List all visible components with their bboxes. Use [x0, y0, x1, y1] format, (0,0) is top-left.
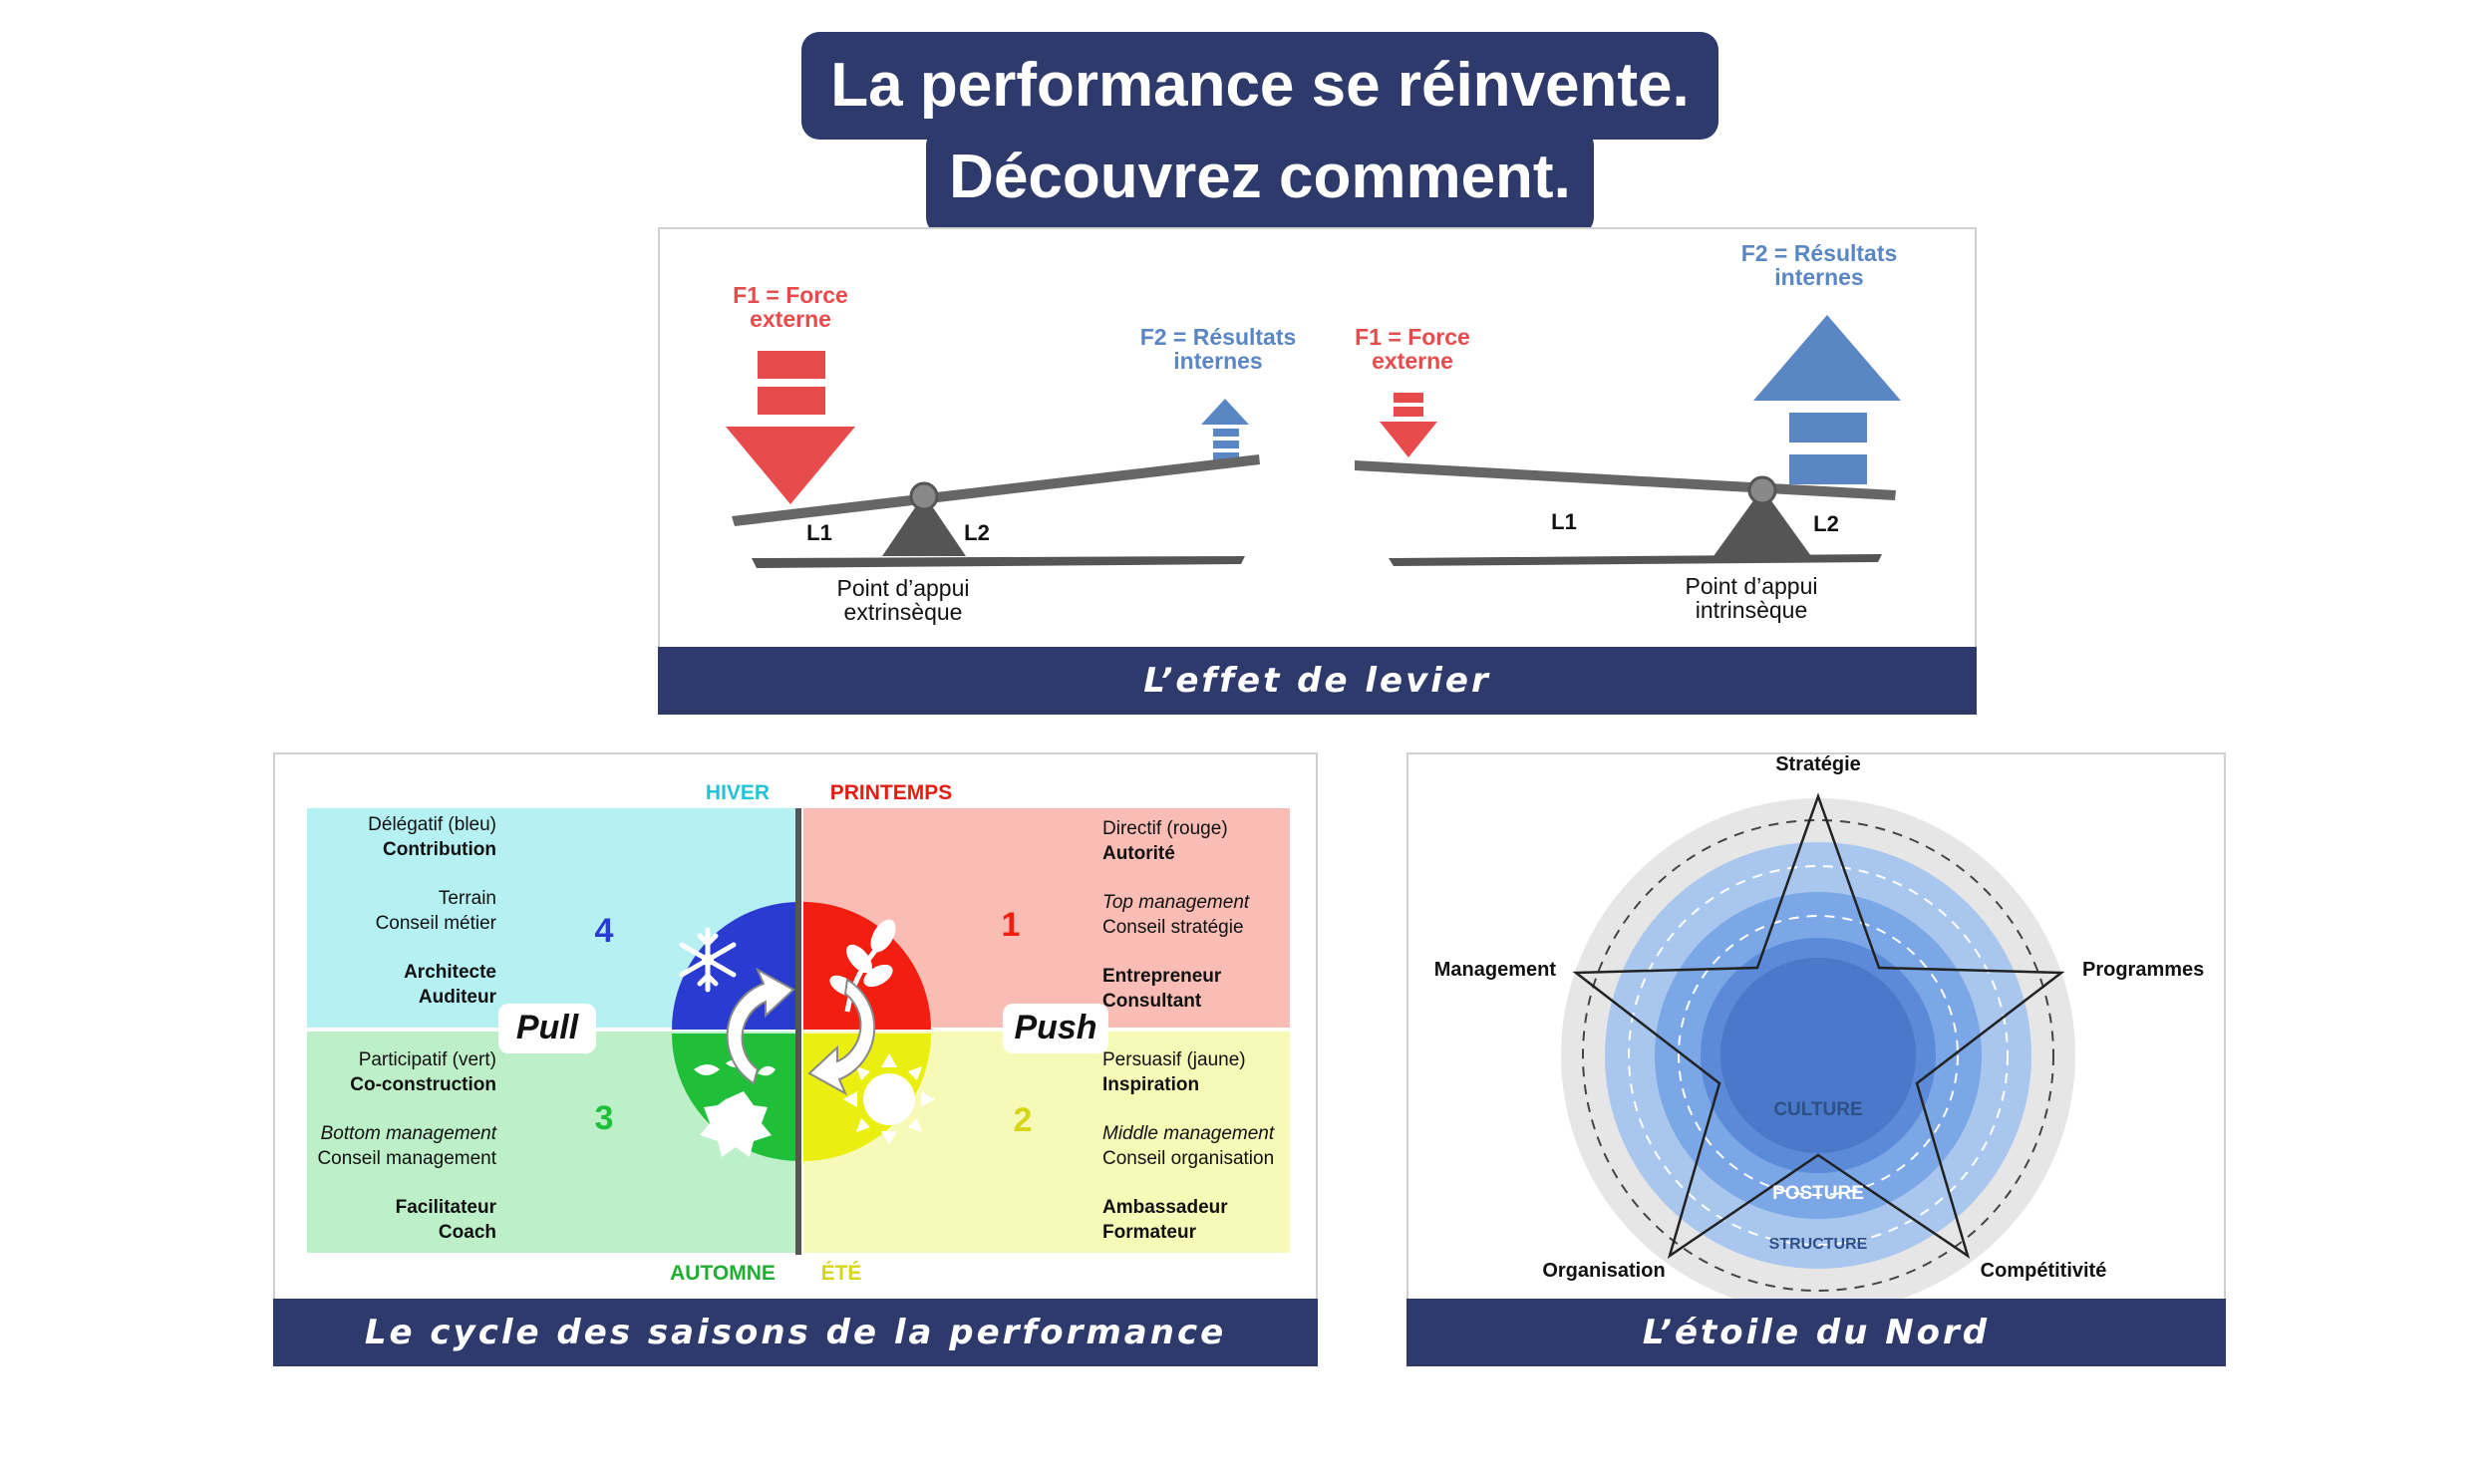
snowflake-icon	[679, 927, 737, 993]
cycle-arrows-icon	[726, 967, 876, 1096]
summer-number: 2	[1014, 1101, 1033, 1139]
right-f2-label-2: internes	[1774, 264, 1863, 290]
star-point-right: Programmes	[2082, 959, 2204, 981]
right-fulcrum	[1713, 488, 1811, 556]
autumn-style: Participatif (vert)	[358, 1049, 496, 1070]
spring-title-1: Entrepreneur	[1102, 966, 1222, 987]
summer-text: Persuasif (jaune) Inspiration Middle man…	[1102, 1047, 1292, 1245]
summer-title-2: Formateur	[1102, 1222, 1196, 1243]
star-point-bottom-left: Organisation	[1542, 1260, 1665, 1282]
spring-heading: PRINTEMPS	[830, 781, 953, 804]
pull-label: Pull	[516, 1009, 580, 1046]
right-result-arrow-icon	[1753, 315, 1901, 484]
winter-role-1: Terrain	[438, 888, 496, 909]
winter-heading: HIVER	[706, 781, 770, 804]
right-f1-label-2: externe	[1372, 348, 1453, 374]
spring-number: 1	[1002, 906, 1021, 944]
autumn-title-2: Coach	[438, 1222, 496, 1243]
right-f1-label-1: F1 = Force	[1355, 324, 1470, 350]
pull-badge: Pull	[498, 1004, 596, 1053]
autumn-number: 3	[595, 1099, 614, 1137]
falling-leaf-icon	[694, 1059, 776, 1157]
left-fulcrum	[882, 494, 966, 556]
left-pivot-label-1: Point d’appui	[837, 575, 970, 601]
lever-panel: F1 = Force externe F2 = Résultats intern…	[658, 227, 1977, 715]
summer-role-1: Middle management	[1102, 1123, 1275, 1144]
left-beam	[732, 454, 1260, 526]
winter-title-2: Auditeur	[418, 987, 496, 1008]
left-f2-label-1: F2 = Résultats	[1140, 324, 1297, 350]
left-pivot-label-2: extrinsèque	[844, 599, 963, 625]
lever-diagram: F1 = Force externe F2 = Résultats intern…	[726, 240, 1901, 625]
summer-heading: ÉTÉ	[821, 1262, 862, 1285]
left-ground	[752, 556, 1245, 568]
star-point-left: Management	[1434, 959, 1557, 981]
right-ground	[1389, 554, 1882, 566]
winter-title-1: Architecte	[404, 962, 496, 983]
summer-role-2: Conseil organisation	[1102, 1148, 1275, 1169]
lever-caption: L’effet de levier	[658, 647, 1977, 715]
sun-icon	[843, 1053, 935, 1145]
right-pivot-label-2: intrinsèque	[1696, 597, 1808, 623]
autumn-heading: AUTOMNE	[670, 1262, 776, 1285]
autumn-role-1: Bottom management	[320, 1123, 496, 1144]
outer-dashed-ring	[1582, 819, 2054, 1292]
culture-core	[1720, 958, 1916, 1153]
summer-style-key: Inspiration	[1102, 1074, 1200, 1095]
lever-left: F1 = Force externe F2 = Résultats intern…	[726, 282, 1296, 625]
spring-role-1: Top management	[1102, 892, 1250, 913]
spring-style-key: Autorité	[1102, 843, 1175, 864]
right-l1-label: L1	[1551, 509, 1577, 534]
center-divider	[795, 808, 801, 1255]
right-force-arrow-icon	[1380, 393, 1437, 457]
spring-text: Directif (rouge) Autorité Top management…	[1102, 816, 1292, 1014]
star-shape-icon	[1572, 792, 2065, 1259]
lever-right: F1 = Force externe F2 = Résultats intern…	[1355, 240, 1901, 623]
seasons-panel: Pull Push HIVER PRINTEMPS AUTOMNE ÉTÉ 4 …	[273, 752, 1318, 1366]
posture-dashed-ring	[1678, 915, 1959, 1196]
star-point-bottom-right: Compétitivité	[1981, 1260, 2107, 1282]
push-label: Push	[1014, 1009, 1096, 1046]
summer-style: Persuasif (jaune)	[1102, 1049, 1246, 1070]
star-point-top: Stratégie	[1775, 754, 1861, 775]
autumn-title-1: Facilitateur	[395, 1197, 496, 1218]
push-badge: Push	[1003, 1004, 1108, 1053]
winter-role-2: Conseil métier	[375, 913, 496, 934]
star-caption: L’étoile du Nord	[1406, 1299, 2226, 1366]
autumn-role-2: Conseil management	[317, 1148, 496, 1169]
headline-line-2: Découvrez comment.	[926, 128, 1594, 235]
winter-text: Délégatif (bleu) Contribution Terrain Co…	[315, 812, 496, 1010]
structure-label: STRUCTURE	[1769, 1236, 1868, 1253]
winter-style: Délégatif (bleu)	[368, 814, 496, 835]
left-l1-label: L1	[806, 520, 832, 545]
autumn-style-key: Co-construction	[350, 1074, 496, 1095]
headline: La performance se réinvente. Découvrez c…	[0, 30, 2492, 235]
left-force-arrow-icon	[726, 351, 855, 504]
left-f1-label-1: F1 = Force	[733, 282, 848, 308]
summer-title-1: Ambassadeur	[1102, 1197, 1228, 1218]
headline-line-1: La performance se réinvente.	[801, 32, 1718, 140]
seasons-diagram: Pull Push HIVER PRINTEMPS AUTOMNE ÉTÉ 4 …	[307, 781, 1290, 1285]
left-pivot	[909, 481, 939, 511]
left-l2-label: L2	[964, 520, 990, 545]
left-f1-label-2: externe	[750, 306, 831, 332]
left-result-arrow-icon	[1201, 399, 1249, 460]
winter-number: 4	[595, 912, 614, 950]
right-pivot-label-1: Point d’appui	[1686, 573, 1818, 599]
autumn-text: Participatif (vert) Co-construction Bott…	[295, 1047, 496, 1245]
structure-dashed-ring	[1628, 865, 2009, 1246]
winter-style-key: Contribution	[383, 839, 496, 860]
culture-label: CULTURE	[1773, 1099, 1862, 1120]
right-f2-label-1: F2 = Résultats	[1741, 240, 1898, 266]
spring-style: Directif (rouge)	[1102, 818, 1228, 839]
right-l2-label: L2	[1813, 511, 1839, 536]
spring-title-2: Consultant	[1102, 991, 1202, 1012]
north-star-diagram: CULTURE POSTURE STRUCTURE Stratégie Mana…	[1434, 754, 2204, 1301]
left-f2-label-2: internes	[1173, 348, 1262, 374]
spring-role-2: Conseil stratégie	[1102, 917, 1244, 938]
star-panel: CULTURE POSTURE STRUCTURE Stratégie Mana…	[1406, 752, 2226, 1366]
seasons-caption: Le cycle des saisons de la performance	[273, 1299, 1318, 1366]
posture-label: POSTURE	[1772, 1183, 1864, 1204]
right-pivot	[1747, 475, 1777, 505]
